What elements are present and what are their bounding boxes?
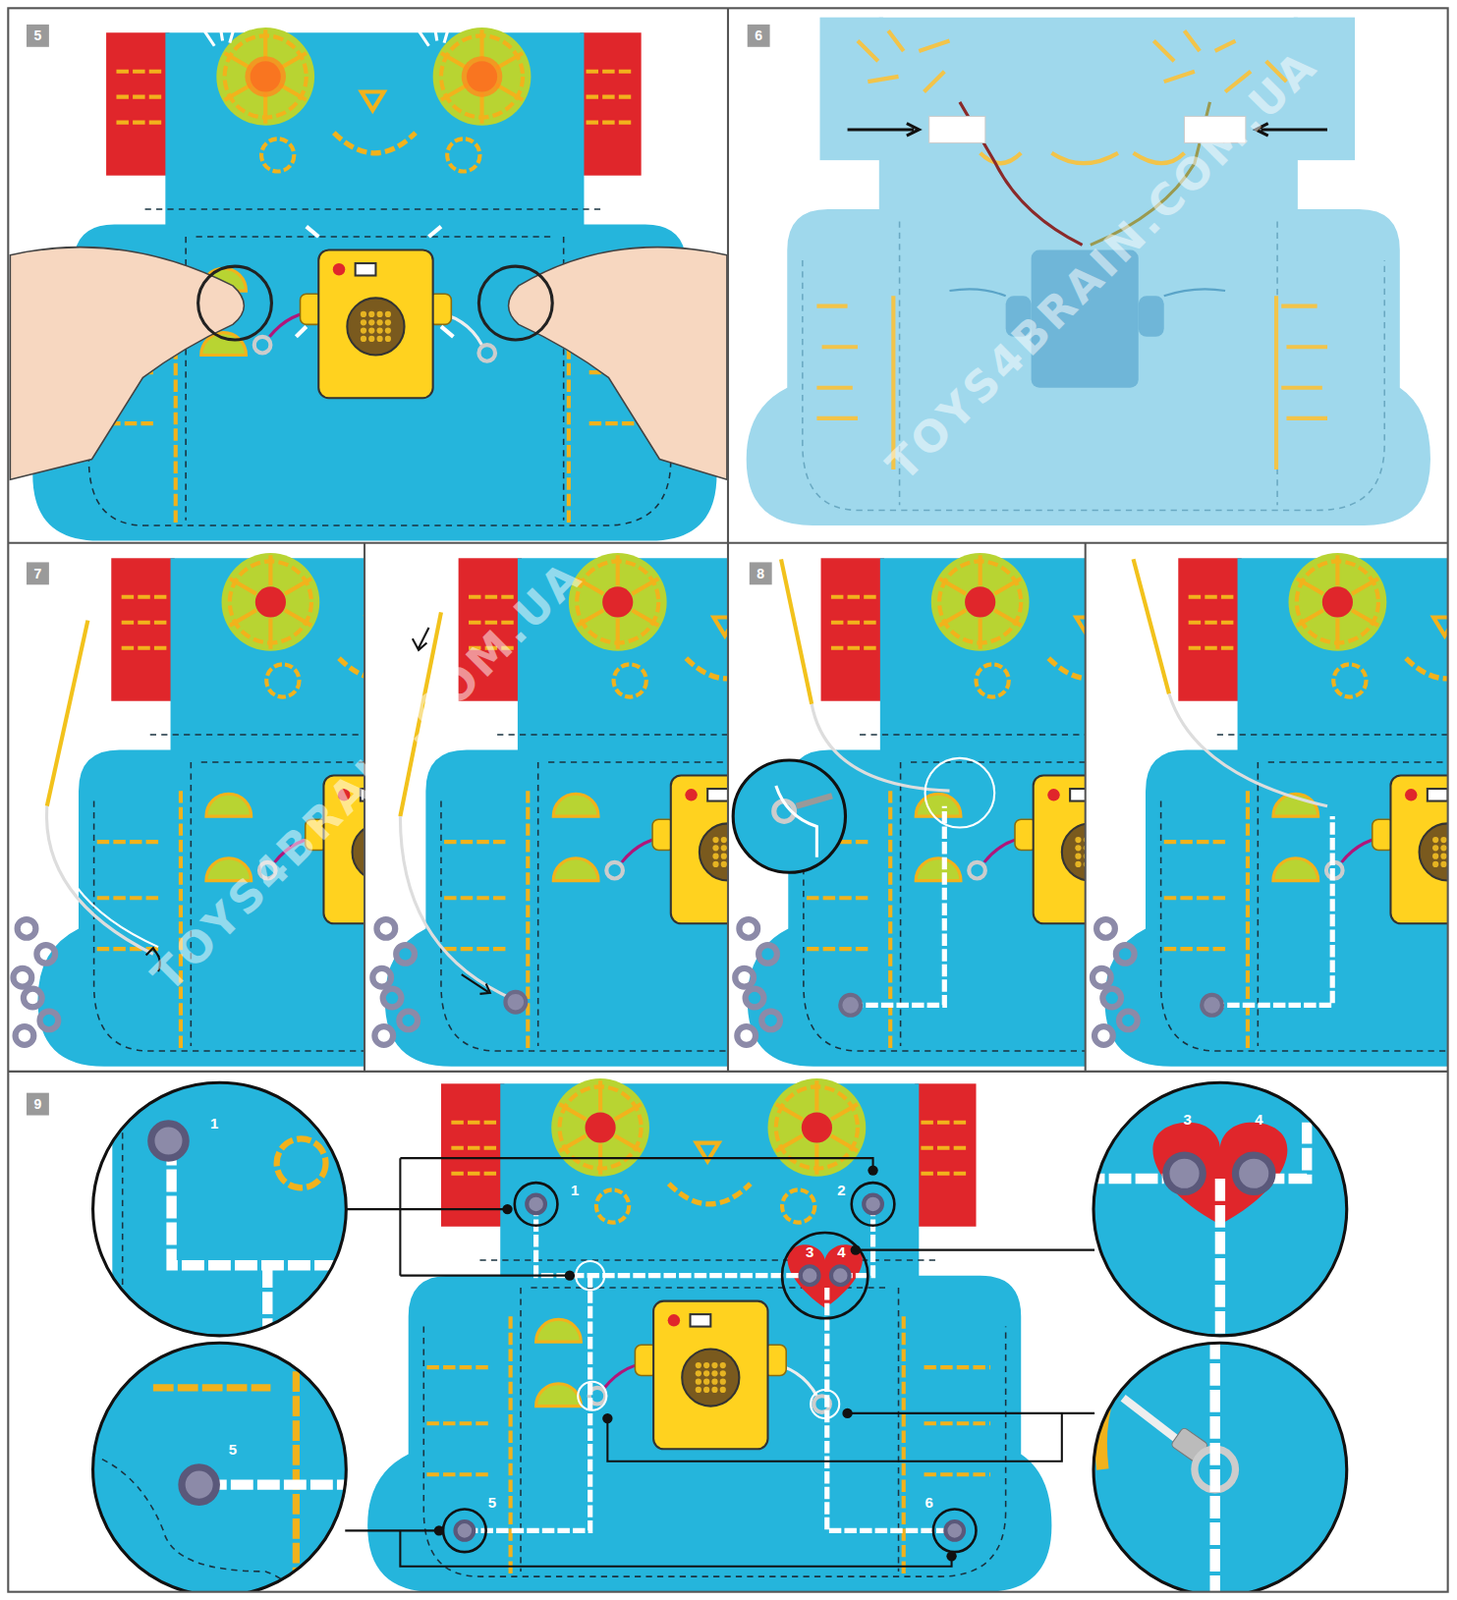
panel-number: 6: [754, 28, 763, 43]
callout-number: 5: [228, 1442, 237, 1457]
panel-six: [728, 7, 1449, 543]
panel-number: 7: [34, 566, 43, 581]
panel-number: 5: [34, 28, 43, 43]
panel-eight-left: [728, 543, 1086, 1072]
callout-number: 4: [837, 1243, 845, 1259]
panel-number: 9: [34, 1097, 43, 1112]
panel-eight-right: [1085, 543, 1449, 1072]
panel-seven-left: [7, 543, 365, 1072]
panel-five: [7, 7, 729, 543]
callout-number: 5: [488, 1495, 497, 1511]
callout-number: 1: [210, 1115, 219, 1130]
panel-number: 8: [756, 566, 765, 581]
callout-number: 3: [1182, 1111, 1191, 1126]
callout-number: 3: [805, 1243, 814, 1259]
panel-nine: [7, 1071, 1448, 1593]
callout-number: 4: [1254, 1111, 1263, 1126]
panel-number-squares: [26, 24, 773, 1117]
panel-frames: [7, 7, 1448, 1592]
callout-number: 1: [570, 1182, 579, 1198]
callout-number: 2: [837, 1182, 845, 1198]
callout-number: 6: [925, 1495, 934, 1511]
